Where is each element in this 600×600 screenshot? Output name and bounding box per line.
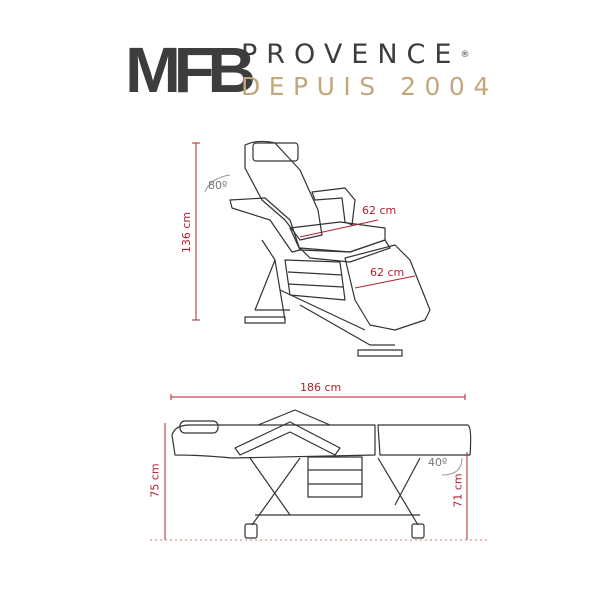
backrest-angle-label: 80º <box>208 179 228 192</box>
logo-mfb: MFB <box>125 34 256 106</box>
bed-head-height-label: 75 cm <box>148 463 162 498</box>
bed-length-label: 186 cm <box>300 381 342 394</box>
legrest-angle-label: 40º <box>428 456 448 469</box>
backrest-angle-arrow <box>204 174 231 193</box>
bed-dimensions <box>164 394 468 540</box>
chair-dimensions <box>192 142 416 321</box>
legrest-width-label: 62 cm <box>370 266 405 279</box>
legrest-angle-arrow <box>441 457 463 476</box>
chair-height-label: 136 cm <box>180 211 194 254</box>
logo-tagline: DEPUIS 2004 <box>241 72 498 101</box>
logo-provence: PROVENCE® <box>241 40 469 70</box>
logo-name: PROVENCE <box>241 39 461 70</box>
chair-illustration <box>229 140 431 357</box>
registered-mark: ® <box>460 50 470 60</box>
bed-illustration <box>171 409 472 539</box>
bed-foot-height-label: 71 cm <box>451 473 465 508</box>
seat-width-label: 62 cm <box>362 204 397 217</box>
